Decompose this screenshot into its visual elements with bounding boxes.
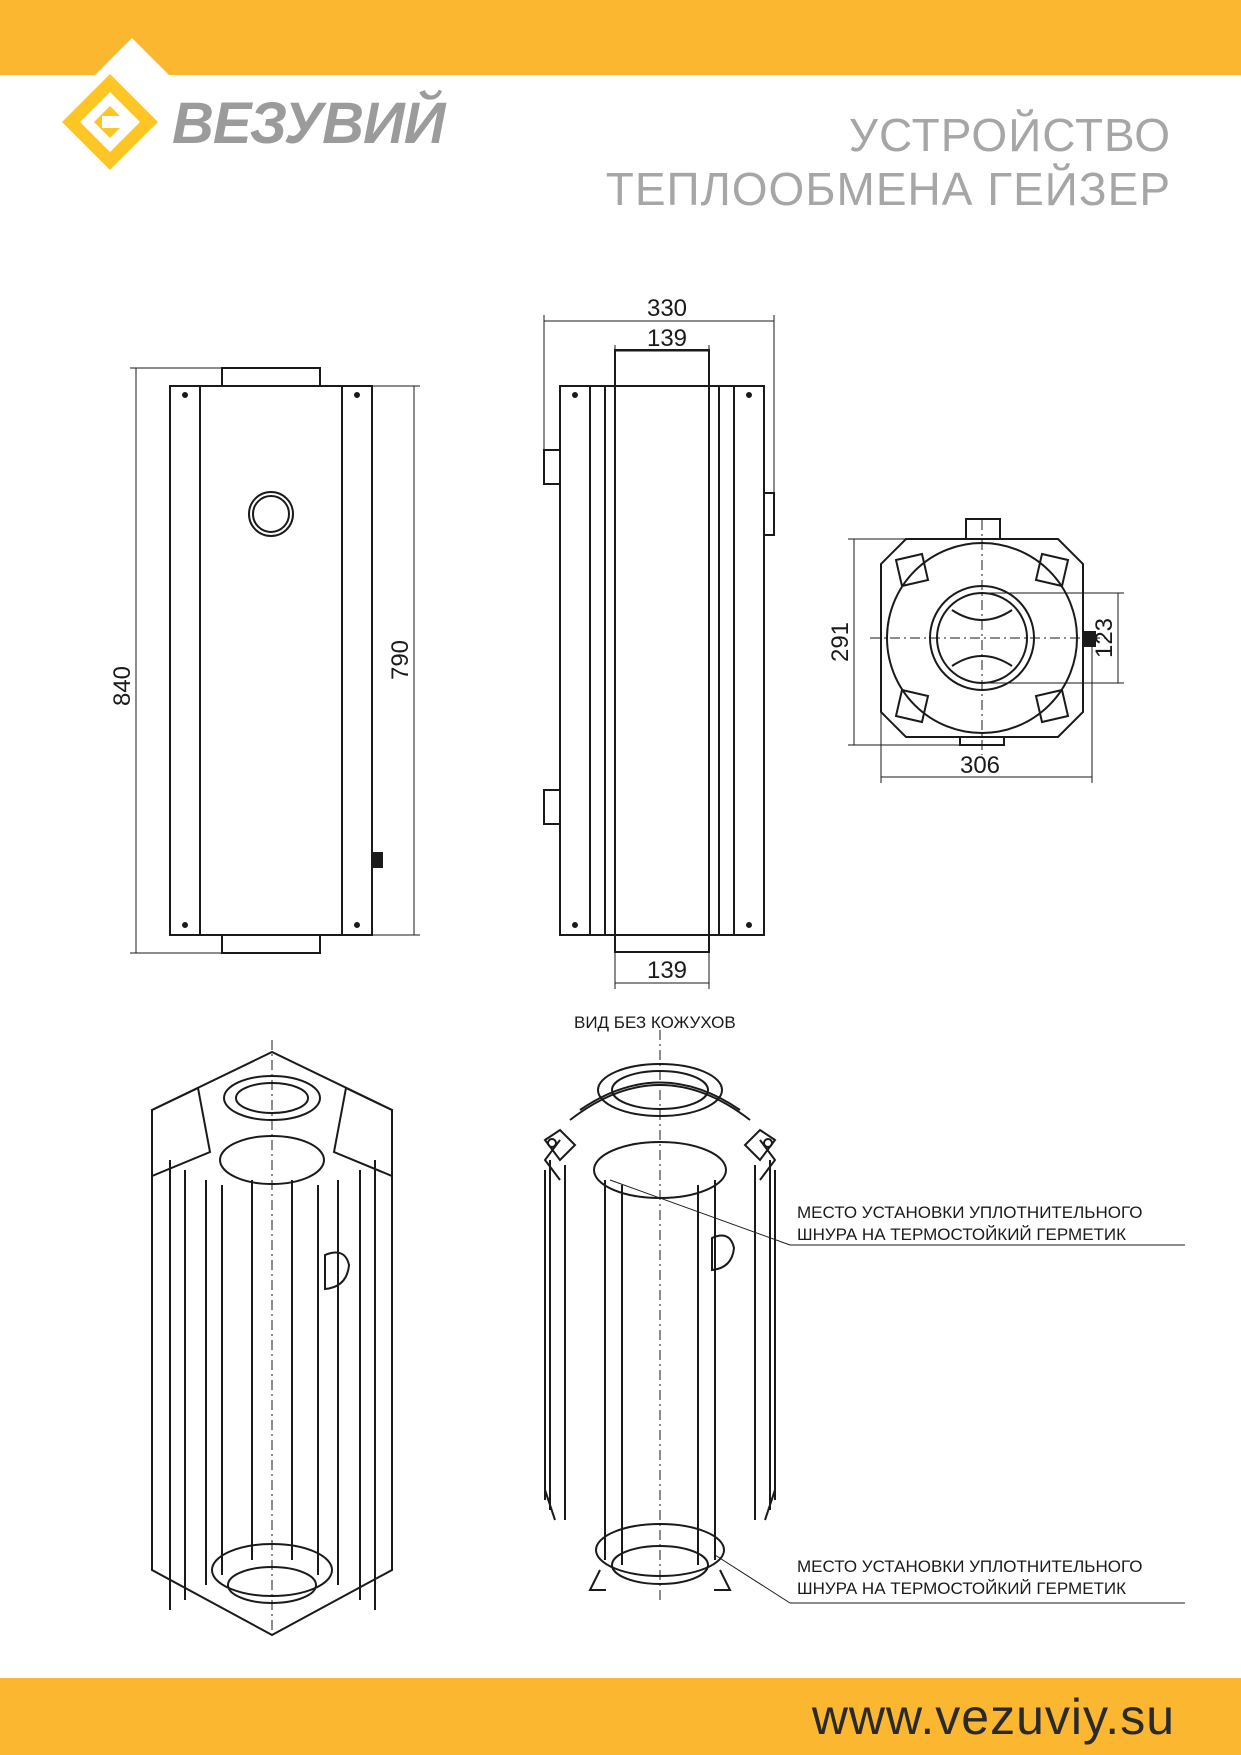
title-line-1: УСТРОЙСТВО (848, 109, 1171, 161)
dim-306: 306 (960, 752, 1000, 779)
dim-330: 330 (647, 295, 687, 322)
seal-callout-lower-line-1: МЕСТО УСТАНОВКИ УПЛОТНИТЕЛЬНОГО (797, 1557, 1143, 1576)
view-without-casings-label: ВИД БЕЗ КОЖУХОВ (574, 1013, 736, 1032)
page-title: УСТРОЙСТВО ТЕПЛООБМЕНА ГЕЙЗЕР (606, 108, 1171, 216)
iso-view-without-casings (543, 1030, 1185, 1604)
front-view (130, 367, 420, 954)
dim-123: 123 (1091, 618, 1118, 658)
dim-139-bottom: 139 (647, 957, 687, 984)
logo-emblem (62, 38, 184, 170)
iso-view-with-casings (151, 1040, 393, 1637)
dim-139-top: 139 (647, 325, 687, 352)
seal-callout-lower: МЕСТО УСТАНОВКИ УПЛОТНИТЕЛЬНОГО ШНУРА НА… (797, 1556, 1142, 1600)
seal-callout-lower-line-2: ШНУРА НА ТЕРМОСТОЙКИЙ ГЕРМЕТИК (797, 1579, 1127, 1598)
dim-840: 840 (109, 666, 136, 706)
bottom-accent-bar (0, 1678, 1241, 1755)
side-view (543, 315, 775, 989)
seal-callout-upper: МЕСТО УСТАНОВКИ УПЛОТНИТЕЛЬНОГО ШНУРА НА… (797, 1202, 1142, 1246)
dim-291: 291 (827, 622, 854, 662)
title-line-2: ТЕПЛООБМЕНА ГЕЙЗЕР (605, 163, 1171, 215)
top-view (848, 518, 1124, 783)
top-accent-bar (0, 0, 1241, 75)
seal-callout-upper-line-2: ШНУРА НА ТЕРМОСТОЙКИЙ ГЕРМЕТИК (797, 1225, 1127, 1244)
website-url[interactable]: www.vezuviy.su (811, 1689, 1175, 1745)
brand-name: ВЕЗУВИЙ (172, 91, 445, 156)
dim-790: 790 (387, 640, 414, 680)
seal-callout-upper-line-1: МЕСТО УСТАНОВКИ УПЛОТНИТЕЛЬНОГО (797, 1203, 1143, 1222)
